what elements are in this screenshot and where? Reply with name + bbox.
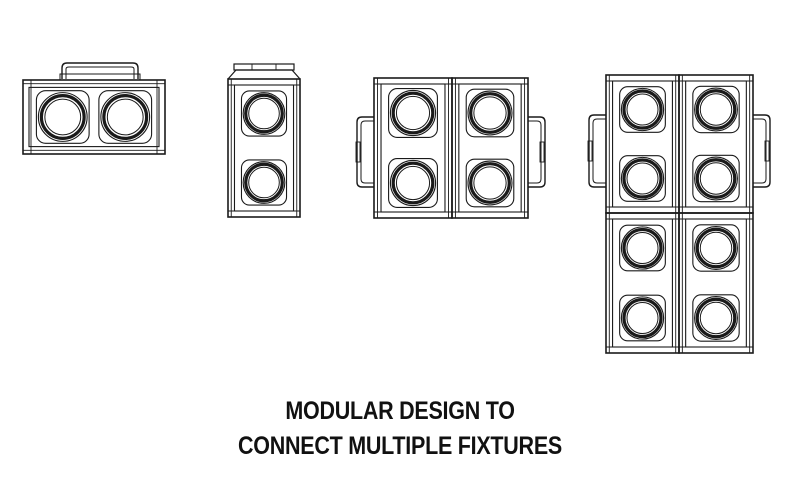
handle-icon (753, 114, 771, 188)
lens (388, 88, 438, 138)
lens (35, 90, 90, 144)
fixture-single-vertical (227, 63, 301, 218)
fixture-module (451, 77, 529, 219)
fixture-module (227, 78, 301, 218)
lens (619, 86, 666, 133)
caption-line-2: CONNECT MULTIPLE FIXTURES (237, 432, 563, 460)
lens (98, 90, 153, 144)
handle-icon (355, 116, 374, 188)
lens (692, 224, 740, 272)
lens (619, 155, 666, 202)
lens (619, 294, 666, 342)
fixture-quad-grid (587, 74, 771, 354)
fixture-module (678, 212, 754, 354)
lens (465, 158, 515, 208)
caption-line-1: MODULAR DESIGN TO (285, 397, 515, 425)
lens (240, 90, 288, 137)
lens (240, 159, 288, 206)
lens (692, 154, 740, 203)
fixture-module (678, 74, 754, 214)
fixture-module (605, 212, 680, 354)
fixture-single-horizontal (22, 62, 166, 155)
handle-icon (587, 114, 606, 188)
lens (388, 158, 438, 208)
fixture-module (22, 79, 166, 155)
fixture-module (373, 77, 453, 219)
fixture-module (605, 74, 680, 214)
lens (619, 224, 666, 272)
fixture-double-side-by-side (355, 77, 546, 219)
lens (692, 294, 740, 342)
handle-icon (528, 116, 546, 188)
lens (692, 85, 740, 134)
lens (465, 88, 515, 138)
handle-icon (61, 62, 139, 79)
